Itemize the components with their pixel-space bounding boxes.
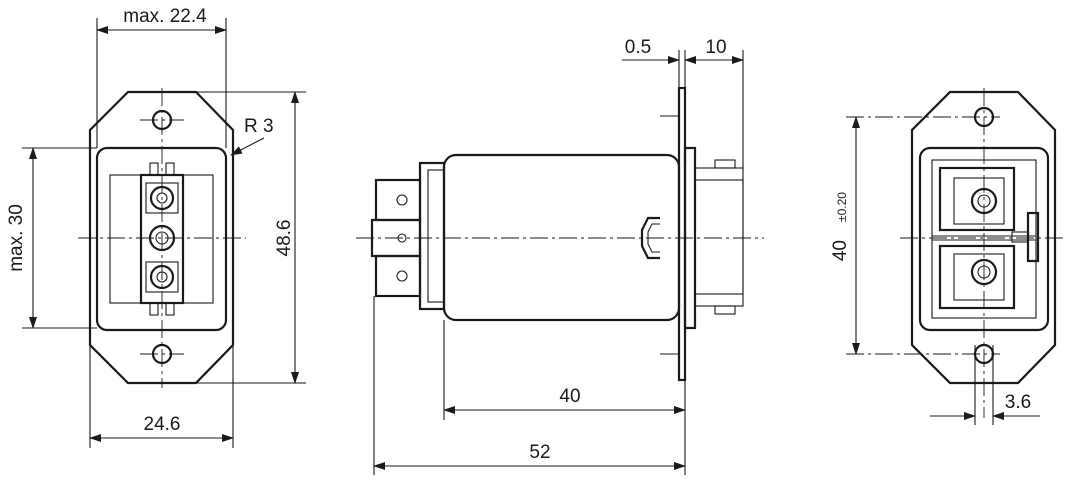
dim-side-panel-thickness: 0.5 bbox=[625, 37, 651, 58]
side-view: 0.5 10 40 52 bbox=[356, 37, 764, 475]
back-socket-top bbox=[938, 166, 1016, 232]
front-flange-outline bbox=[88, 90, 235, 385]
back-view: 40 ±0.20 3.6 bbox=[830, 88, 1065, 425]
front-insert bbox=[109, 174, 214, 304]
dim-side-body-length: 40 bbox=[559, 386, 580, 407]
dim-front-max-height: max. 30 bbox=[6, 204, 27, 272]
back-socket-bottom bbox=[938, 244, 1016, 310]
dim-back-hole-offset: 3.6 bbox=[1005, 392, 1031, 413]
dim-back-hole-spacing: 40 bbox=[830, 240, 851, 261]
dim-back-hole-spacing-tolerance: ±0.20 bbox=[835, 192, 849, 222]
side-body bbox=[442, 153, 681, 322]
dim-side-total-length: 52 bbox=[529, 442, 550, 463]
front-inner-frame bbox=[95, 146, 228, 332]
dim-side-front-depth: 10 bbox=[705, 37, 726, 58]
dim-front-flange-width: 24.6 bbox=[144, 414, 181, 435]
dim-front-flange-height: 48.6 bbox=[274, 220, 295, 257]
back-flange-outline bbox=[910, 90, 1057, 385]
side-terminal-bottom bbox=[374, 254, 422, 298]
dim-front-max-width: max. 22.4 bbox=[123, 6, 207, 27]
side-terminal-top bbox=[374, 178, 422, 222]
dim-front-radius: R 3 bbox=[244, 116, 274, 137]
front-view: max. 22.4 R 3 max. 30 48.6 24.6 bbox=[6, 6, 306, 448]
